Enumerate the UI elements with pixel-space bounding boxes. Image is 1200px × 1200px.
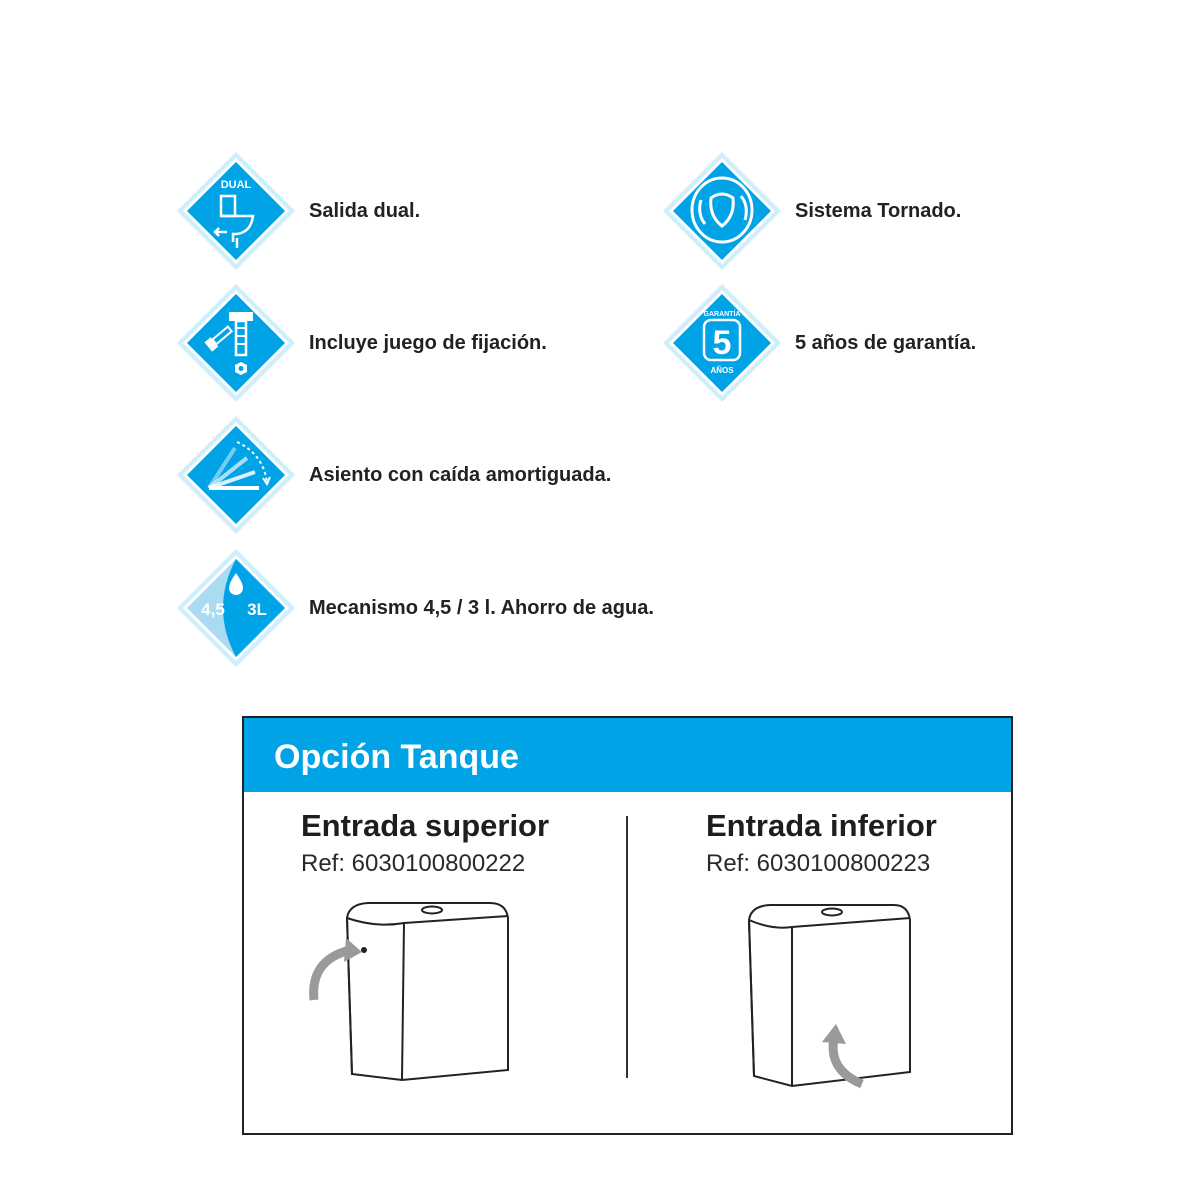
feature-tornado: Sistema Tornado. xyxy=(661,150,961,272)
feature-label: Incluye juego de fijación. xyxy=(309,331,547,354)
soft-close-seat-icon xyxy=(175,414,297,536)
feature-dual-flush: DUAL Salida dual. xyxy=(175,150,420,272)
feature-water-saving: 4,5 3L Mecanismo 4,5 / 3 l. Ahorro de ag… xyxy=(175,547,654,669)
dual-badge-text: DUAL xyxy=(221,179,252,191)
dual-flush-icon: DUAL xyxy=(175,150,297,272)
option-bottom-inlet: Entrada inferior Ref: 6030100800223 xyxy=(706,808,937,878)
warranty-icon: GARANTÍA 5 AÑOS xyxy=(661,282,783,404)
feature-warranty: GARANTÍA 5 AÑOS 5 años de garantía. xyxy=(661,282,976,404)
panel-divider xyxy=(626,816,628,1078)
option-title: Entrada superior xyxy=(301,808,550,843)
option-ref: Ref: 6030100800222 xyxy=(301,850,526,877)
feature-label: 5 años de garantía. xyxy=(795,331,977,354)
water-saving-icon: 4,5 3L xyxy=(175,547,297,669)
water-saving-right-text: 3L xyxy=(247,600,267,619)
feature-label: Sistema Tornado. xyxy=(795,199,962,222)
feature-soft-close: Asiento con caída amortiguada. xyxy=(175,414,611,536)
panel-title: Opción Tanque xyxy=(244,718,1011,792)
warranty-top-text: GARANTÍA xyxy=(704,309,741,318)
water-saving-left-text: 4,5 xyxy=(201,600,225,619)
feature-fixing-kit: Incluye juego de fijación. xyxy=(175,282,547,404)
warranty-bottom-text: AÑOS xyxy=(710,366,734,375)
feature-label: Mecanismo 4,5 / 3 l. Ahorro de agua. xyxy=(309,596,654,619)
feature-label: Salida dual. xyxy=(309,199,421,222)
tornado-flush-icon xyxy=(661,150,783,272)
fixing-kit-icon xyxy=(175,282,297,404)
tank-bottom-inlet-icon xyxy=(724,900,944,1105)
warranty-number: 5 xyxy=(713,324,732,362)
option-title: Entrada inferior xyxy=(706,808,937,843)
tank-top-inlet-icon xyxy=(304,898,524,1103)
tank-option-panel: Opción Tanque Entrada superior Ref: 6030… xyxy=(242,716,1013,1135)
option-top-inlet: Entrada superior Ref: 6030100800222 xyxy=(301,808,549,878)
option-ref: Ref: 6030100800223 xyxy=(706,850,931,877)
feature-label: Asiento con caída amortiguada. xyxy=(309,463,612,486)
